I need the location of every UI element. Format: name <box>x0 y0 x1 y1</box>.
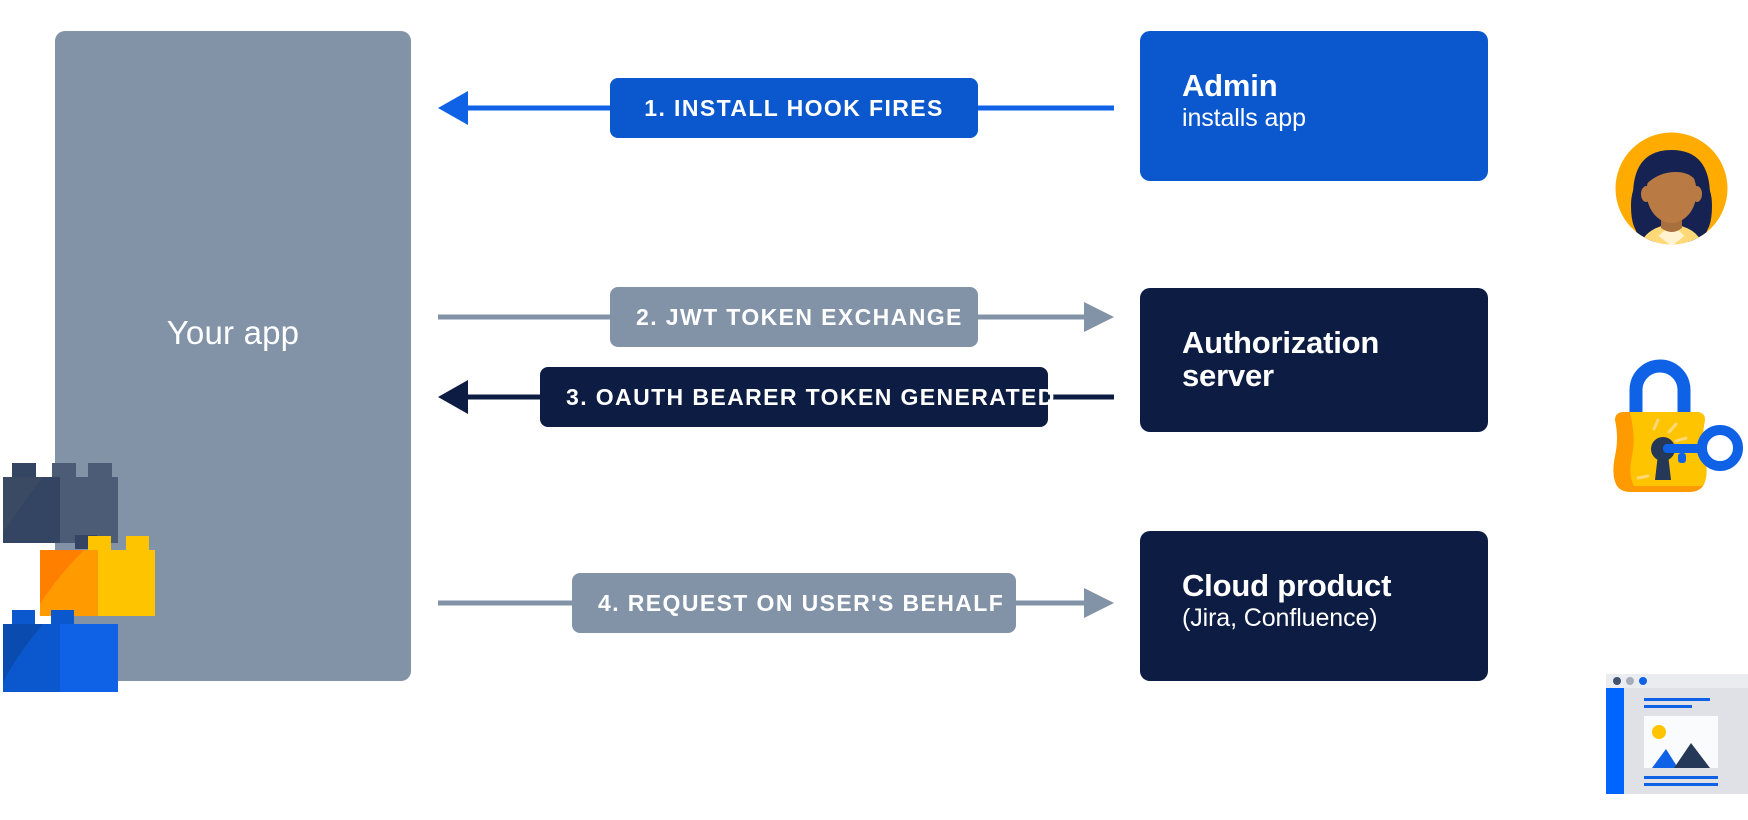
your-app-label: Your app <box>166 314 300 351</box>
flow-jwt-token-exchange: 2. JWT TOKEN EXCHANGE <box>438 287 1114 347</box>
padlock-key-icon <box>1610 342 1748 492</box>
node-admin-subtitle: installs app <box>1182 104 1306 133</box>
node-admin-title: Admin <box>1182 68 1278 103</box>
flow-oauth-bearer-token-generated: 3. OAUTH BEARER TOKEN GENERATED <box>438 367 1114 427</box>
node-cloud-product-title: Cloud product <box>1182 568 1392 603</box>
flow-label-4[interactable]: 4. REQUEST ON USER'S BEHALF <box>572 573 1016 633</box>
node-cloud-product[interactable]: Cloud product (Jira, Confluence) <box>1140 531 1488 681</box>
person-avatar-icon <box>1609 126 1734 251</box>
browser-window-icon <box>1594 674 1748 820</box>
flow-label-1[interactable]: 1. INSTALL HOOK FIRES <box>610 78 978 138</box>
flow-label-2[interactable]: 2. JWT TOKEN EXCHANGE <box>610 287 978 347</box>
flow-label-3[interactable]: 3. OAUTH BEARER TOKEN GENERATED <box>540 367 1054 427</box>
node-admin[interactable]: Admin installs app <box>1140 31 1488 181</box>
arrowhead-left-icon <box>438 380 468 414</box>
arrowhead-right-icon <box>1084 302 1114 332</box>
node-authorization-server-title: Authorization server <box>1182 325 1380 394</box>
flow-request-on-users-behalf: 4. REQUEST ON USER'S BEHALF <box>438 573 1114 633</box>
node-cloud-product-subtitle: (Jira, Confluence) <box>1182 604 1378 633</box>
your-app-panel: Your app <box>55 31 411 681</box>
arrowhead-right-icon <box>1084 588 1114 618</box>
flow-install-hook-fires: 1. INSTALL HOOK FIRES <box>438 78 1114 138</box>
arrowhead-left-icon <box>438 91 468 125</box>
node-authorization-server[interactable]: Authorization server <box>1140 288 1488 432</box>
